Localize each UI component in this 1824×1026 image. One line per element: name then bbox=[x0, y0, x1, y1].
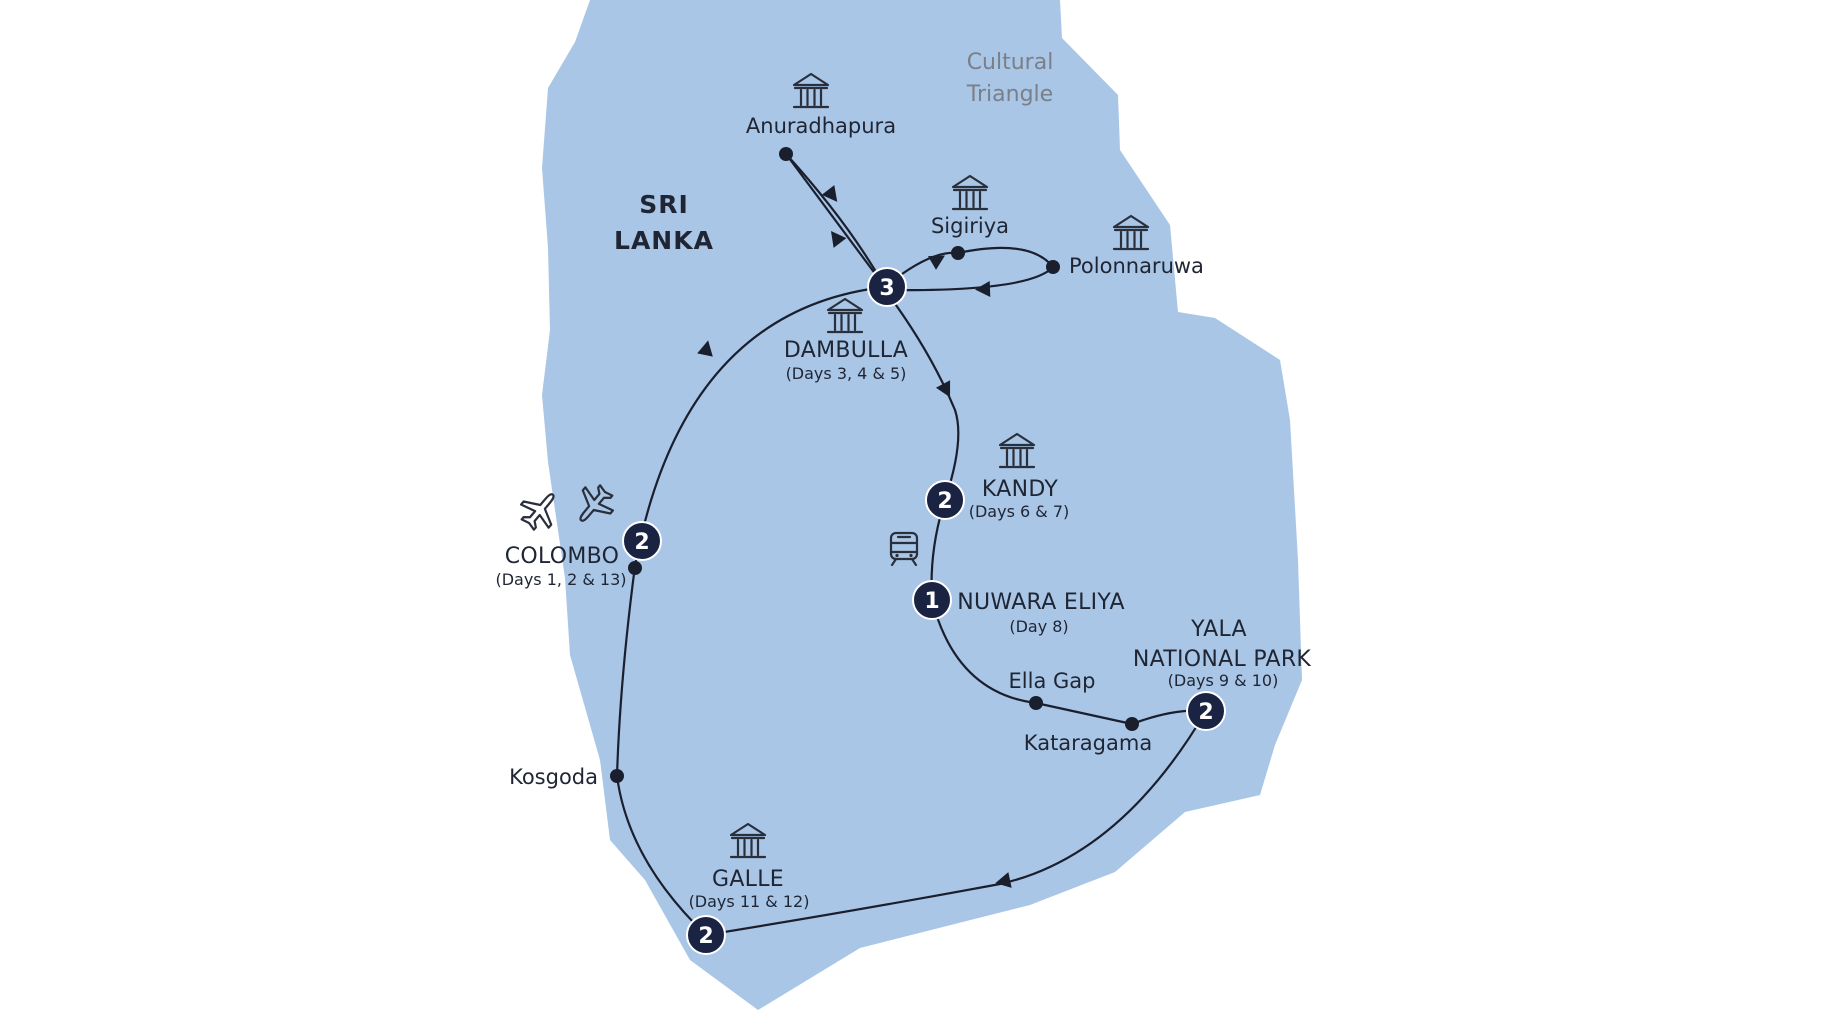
route-ellagap-kataragama bbox=[1035, 701, 1133, 726]
label-galle: GALLE bbox=[712, 867, 784, 892]
waypoint-dot-kataragama bbox=[1125, 717, 1139, 731]
route-dambulla-anuradhapura-out bbox=[785, 153, 886, 288]
label-nuwara-eliya: NUWARA ELIYA bbox=[957, 590, 1125, 615]
route-polonnaruwa-dambulla bbox=[884, 266, 1054, 292]
direction-arrow bbox=[697, 340, 713, 357]
label-kandy: KANDY bbox=[982, 477, 1058, 502]
label-nuwara-eliya-days: (Day 8) bbox=[1009, 617, 1068, 636]
direction-arrow bbox=[995, 872, 1012, 888]
badge-nights: 1 bbox=[924, 589, 939, 614]
route-kosgoda-colombo bbox=[615, 565, 637, 777]
direction-arrow bbox=[935, 380, 951, 398]
direction-arrow bbox=[975, 281, 991, 297]
train-icon bbox=[889, 531, 919, 567]
badge-nights: 2 bbox=[1198, 700, 1213, 725]
direction-arrow bbox=[821, 185, 838, 202]
country-label-line1: SRI bbox=[639, 190, 689, 219]
waypoint-dot-ella-gap bbox=[1029, 696, 1043, 710]
label-yala-line2: NATIONAL PARK bbox=[1133, 647, 1312, 672]
route-sigiriya-polonnaruwa bbox=[957, 246, 1054, 268]
region-label-line1: Cultural bbox=[967, 50, 1054, 75]
label-sigiriya: Sigiriya bbox=[931, 214, 1009, 238]
label-dambulla-days: (Days 3, 4 & 5) bbox=[786, 364, 907, 383]
label-yala-line1: YALA bbox=[1190, 617, 1247, 642]
badge-nights: 2 bbox=[634, 530, 649, 555]
route-arrows bbox=[697, 185, 1012, 888]
label-dambulla: DAMBULLA bbox=[784, 338, 908, 363]
label-colombo-days: (Days 1, 2 & 13) bbox=[495, 570, 626, 589]
airplane-icon bbox=[579, 484, 615, 522]
badge-nights: 2 bbox=[698, 924, 713, 949]
stop-badge-galle: 2 bbox=[686, 915, 726, 955]
region-label-line2: Triangle bbox=[966, 82, 1053, 107]
waypoint-dot-sigiriya bbox=[951, 246, 965, 260]
stop-badge-kandy: 2 bbox=[925, 480, 965, 520]
waypoint-dot-polonnaruwa bbox=[1046, 260, 1060, 274]
label-colombo: COLOMBO bbox=[505, 544, 620, 569]
stop-badge-nuwara-eliya: 1 bbox=[912, 580, 952, 620]
label-anuradhapura: Anuradhapura bbox=[746, 114, 896, 138]
stop-badge-colombo: 2 bbox=[622, 521, 662, 561]
label-galle-days: (Days 11 & 12) bbox=[689, 892, 810, 911]
badge-nights: 2 bbox=[937, 489, 952, 514]
route-nuwara-ellagap bbox=[930, 599, 1037, 705]
waypoint-dots bbox=[610, 147, 1139, 783]
stop-badge-dambulla: 3 bbox=[867, 267, 907, 307]
badge-nights: 3 bbox=[879, 276, 894, 301]
direction-arrow bbox=[928, 255, 945, 270]
label-polonnaruwa: Polonnaruwa bbox=[1069, 254, 1204, 278]
label-kandy-days: (Days 6 & 7) bbox=[969, 502, 1070, 521]
stop-badge-yala: 2 bbox=[1186, 691, 1226, 731]
route-galle-kosgoda bbox=[615, 775, 707, 936]
airplane-icon bbox=[519, 493, 555, 531]
label-kosgoda: Kosgoda bbox=[509, 765, 598, 789]
route-colombo-dambulla bbox=[633, 285, 886, 567]
country-label-line2: LANKA bbox=[614, 226, 714, 255]
land-mass bbox=[542, 0, 1302, 1010]
waypoint-dot-colombo bbox=[628, 561, 642, 575]
waypoint-dot-anuradhapura bbox=[779, 147, 793, 161]
route-lines bbox=[615, 153, 1207, 937]
label-ella-gap: Ella Gap bbox=[1009, 669, 1096, 693]
waypoint-dot-kosgoda bbox=[610, 769, 624, 783]
label-kataragama: Kataragama bbox=[1024, 731, 1152, 755]
label-yala-days: (Days 9 & 10) bbox=[1168, 671, 1279, 690]
route-dambulla-kandy bbox=[884, 289, 960, 501]
direction-arrow bbox=[830, 231, 847, 248]
